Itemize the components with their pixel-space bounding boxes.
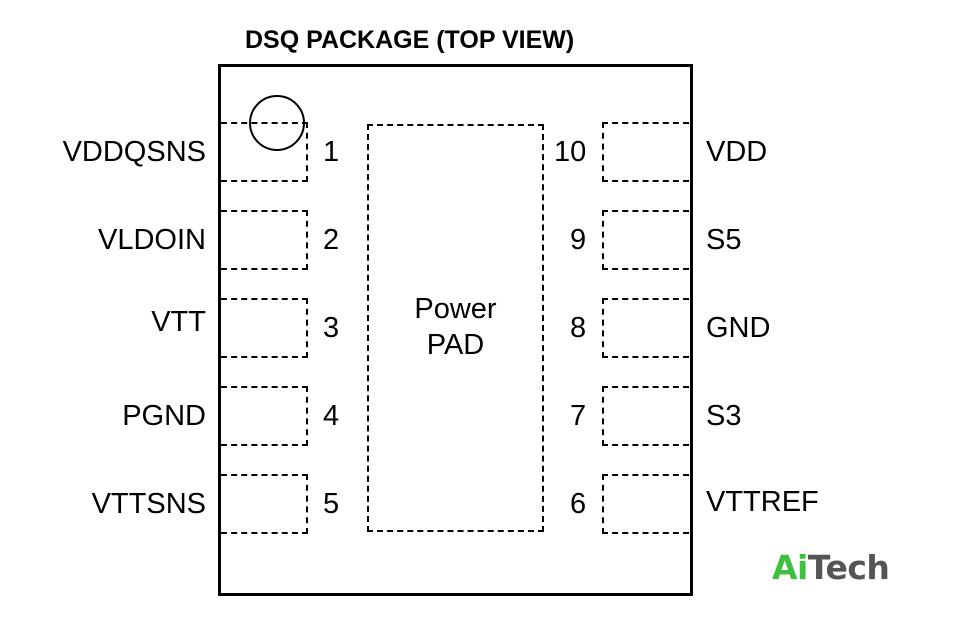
pin-name-vddqsns: VDDQSNS bbox=[62, 136, 206, 168]
pin-number-1: 1 bbox=[323, 136, 340, 168]
pin-name-pgnd: PGND bbox=[122, 400, 206, 432]
diagram-title: DSQ PACKAGE (TOP VIEW) bbox=[245, 26, 575, 54]
logo-part-ai: Ai bbox=[772, 548, 808, 587]
pin-number-3: 3 bbox=[323, 312, 340, 344]
pin-pad-10 bbox=[602, 122, 689, 182]
pin-number-8: 8 bbox=[570, 312, 587, 344]
logo-part-tech: Tech bbox=[807, 548, 890, 587]
pin-name-s3: S3 bbox=[706, 400, 742, 432]
pin-name-vtt: VTT bbox=[151, 306, 206, 338]
pin-number-5: 5 bbox=[323, 488, 340, 520]
pin-name-vttsns: VTTSNS bbox=[91, 488, 206, 520]
pin-name-s5: S5 bbox=[706, 224, 742, 256]
pin-number-6: 6 bbox=[570, 488, 587, 520]
pin-pad-4 bbox=[221, 386, 308, 446]
pin-number-4: 4 bbox=[323, 400, 340, 432]
pin-name-vldoin: VLDOIN bbox=[98, 224, 206, 256]
pin-name-vdd: VDD bbox=[706, 136, 768, 168]
aitech-logo: AiTech bbox=[772, 548, 890, 587]
pin-pad-3 bbox=[221, 298, 308, 358]
pin-name-gnd: GND bbox=[706, 312, 771, 344]
pin-pad-8 bbox=[602, 298, 689, 358]
power-pad-label-line1: Power bbox=[414, 293, 497, 325]
pin-pad-5 bbox=[221, 474, 308, 534]
package-outline bbox=[218, 64, 693, 596]
pin-pad-7 bbox=[602, 386, 689, 446]
power-pad-label-line2: PAD bbox=[426, 329, 485, 361]
pin-name-vttref: VTTREF bbox=[706, 486, 819, 518]
pin-number-10: 10 bbox=[554, 136, 587, 168]
pin-number-9: 9 bbox=[570, 224, 587, 256]
power-pad-label: Power PAD bbox=[367, 291, 544, 363]
pin-pad-6 bbox=[602, 474, 689, 534]
pin-pad-9 bbox=[602, 210, 689, 270]
pin-pad-2 bbox=[221, 210, 308, 270]
power-pad bbox=[367, 124, 544, 532]
pin-number-2: 2 bbox=[323, 224, 340, 256]
pin-pad-1 bbox=[221, 122, 308, 182]
pin-number-7: 7 bbox=[570, 400, 587, 432]
